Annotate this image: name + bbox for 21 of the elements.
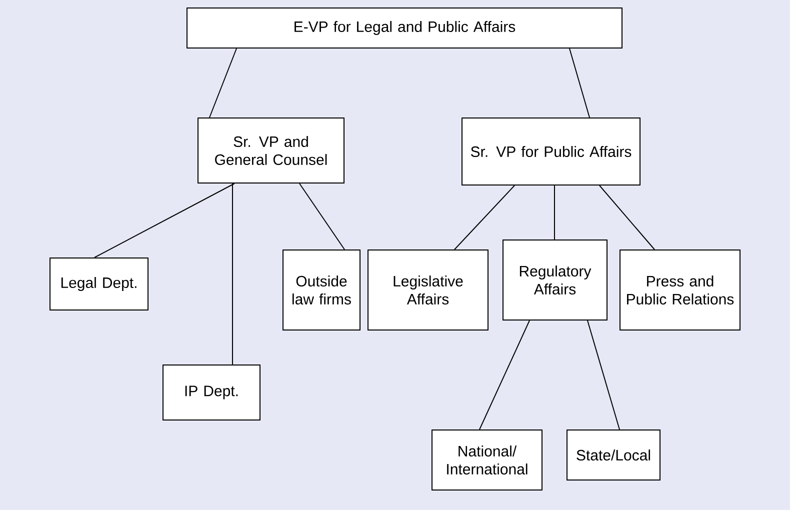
org-box: State/Local — [566, 430, 660, 480]
connector-line — [569, 48, 590, 118]
org-box: Regulatory Affairs — [502, 240, 608, 320]
connector-line — [299, 183, 345, 250]
connector-line — [232, 183, 233, 365]
org-box: National/ International — [432, 430, 542, 490]
org-box: Legislative Affairs — [368, 250, 488, 330]
connector-line — [94, 183, 235, 258]
connector-line — [454, 185, 515, 250]
org-box: Legal Dept. — [50, 258, 148, 310]
org-box: Press and Public Relations — [620, 250, 741, 330]
org-box: Sr. VP and General Counsel — [198, 118, 344, 184]
org-box: IP Dept. — [162, 364, 260, 420]
connector-line — [554, 185, 555, 240]
org-box: Sr. VP for Public Affairs — [462, 118, 640, 186]
connector-line — [209, 48, 237, 118]
org-box: Outside law firms — [282, 250, 360, 330]
org-box: E-VP for Legal and Public Affairs — [186, 8, 622, 48]
connector-line — [479, 320, 530, 430]
connector-line — [587, 320, 620, 430]
connector-line — [599, 185, 655, 250]
